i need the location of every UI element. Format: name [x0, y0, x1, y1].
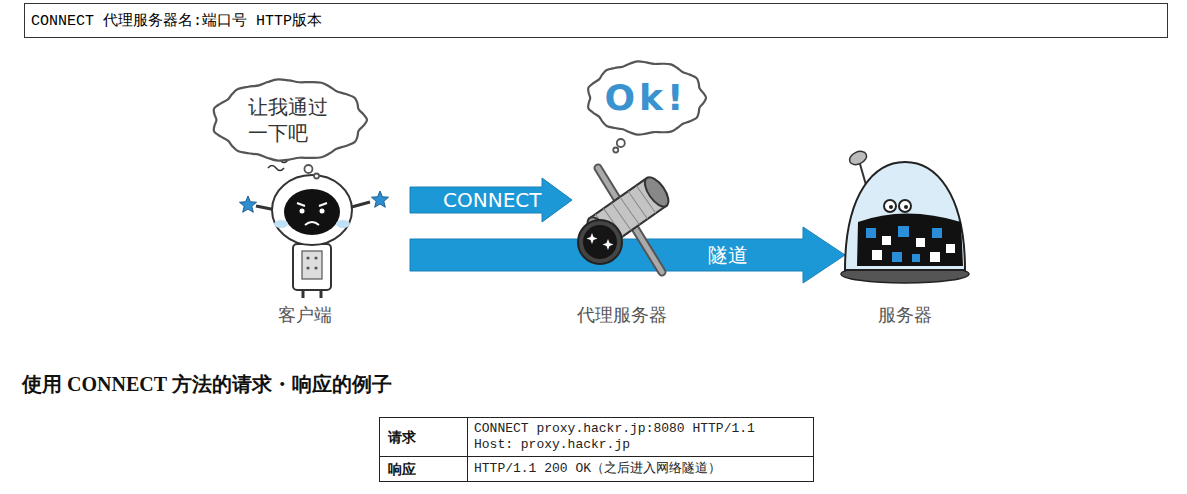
server-pupil — [889, 205, 893, 209]
bubble-outline — [214, 79, 367, 160]
server-pupil — [904, 205, 908, 209]
arrow-label: 隧道 — [705, 244, 751, 266]
client-figure: 客户端 — [230, 150, 410, 330]
connect-arrow — [410, 178, 572, 222]
robot-leg — [320, 290, 323, 298]
robot-head — [272, 175, 352, 245]
robot-leg — [302, 290, 305, 298]
robot-brow — [297, 203, 327, 206]
table-cell: CONNECT proxy.hackr.jp:8080 HTTP/1.1 Hos… — [468, 418, 814, 457]
proxy-eye — [587, 233, 598, 244]
node-text: 代理服务器 — [577, 304, 667, 326]
sweat-mark — [268, 166, 284, 171]
tunnel-arrow — [410, 227, 845, 283]
section-heading: 使用 CONNECT 方法的请求・响应的例子 — [22, 371, 392, 397]
node-text: 让我通过一下吧 — [248, 94, 330, 146]
robot-cheek — [336, 220, 350, 228]
robot-dot — [314, 256, 317, 259]
unused — [579, 225, 605, 249]
server-robot — [841, 149, 969, 283]
robot-face — [284, 189, 340, 235]
server-antenna — [860, 164, 866, 185]
server-pixel — [892, 252, 902, 262]
robot-dot — [314, 266, 317, 269]
robot-panel — [302, 251, 322, 279]
bubble-tail — [613, 148, 618, 153]
table-text: 响应 — [388, 460, 416, 478]
proxy-eye — [603, 239, 614, 250]
speech-bubble: Ok! — [583, 58, 709, 138]
server-eye — [884, 200, 896, 212]
server-screen — [857, 214, 963, 267]
example-table: 请求 CONNECT proxy.hackr.jp:8080 HTTP/1.1 H… — [379, 417, 814, 482]
node-text: CONNECT 代理服务器名:端口号 HTTP版本 — [31, 11, 322, 30]
server-pixel — [872, 250, 882, 260]
table-text: CONNECT proxy.hackr.jp:8080 HTTP/1.1 Hos… — [474, 421, 763, 453]
robot-body — [293, 244, 331, 290]
server-dome — [845, 162, 965, 270]
node-text: 服务器 — [878, 304, 932, 326]
table-cell: 响应 — [380, 457, 468, 482]
table-text: 请求 — [388, 428, 416, 446]
server-eye — [899, 200, 911, 212]
robot-eye — [320, 209, 325, 214]
arrow-label: CONNECT — [440, 189, 544, 211]
bubble-outline — [588, 61, 706, 134]
robot-dot — [306, 256, 309, 259]
bubble-outline — [208, 76, 370, 164]
server-pixel — [912, 254, 920, 262]
node-text: 客户端 — [278, 304, 332, 326]
proxy-figure: 代理服务器 — [572, 150, 672, 330]
bubble-tail — [304, 165, 312, 173]
table-text: HTTP/1.1 200 OK（之后进入网络隧道） — [474, 461, 763, 477]
speech-bubble: 让我通过一下吧 — [208, 76, 370, 164]
table-cell: 请求 — [380, 418, 468, 457]
server-pixel — [866, 228, 876, 238]
server-figure: 服务器 — [845, 150, 965, 330]
bubble-tail — [617, 139, 625, 147]
robot-dot — [306, 266, 309, 269]
syntax-box: CONNECT 代理服务器名:端口号 HTTP版本 — [24, 3, 1168, 38]
client-robot — [239, 150, 388, 298]
server-dish — [847, 149, 868, 167]
table-cell: HTTP/1.1 200 OK（之后进入网络隧道） — [468, 457, 814, 482]
robot-mouth — [305, 222, 319, 225]
server-pixel — [882, 236, 891, 245]
node-text: Ok! — [605, 78, 688, 118]
bubble-tail — [314, 174, 319, 179]
proxy-face-inner — [583, 225, 617, 259]
proxy-machine — [578, 168, 673, 272]
robot-hand — [239, 196, 256, 212]
server-pixel — [898, 226, 909, 237]
proxy-cap — [640, 173, 673, 210]
robot-hand — [371, 191, 388, 207]
robot-cheek — [274, 220, 288, 228]
proxy-face — [578, 220, 622, 264]
server-pixel — [916, 238, 925, 247]
robot-eye — [300, 209, 305, 214]
server-pixel — [932, 228, 942, 238]
server-pixel — [946, 244, 955, 253]
server-pixel — [930, 252, 940, 262]
